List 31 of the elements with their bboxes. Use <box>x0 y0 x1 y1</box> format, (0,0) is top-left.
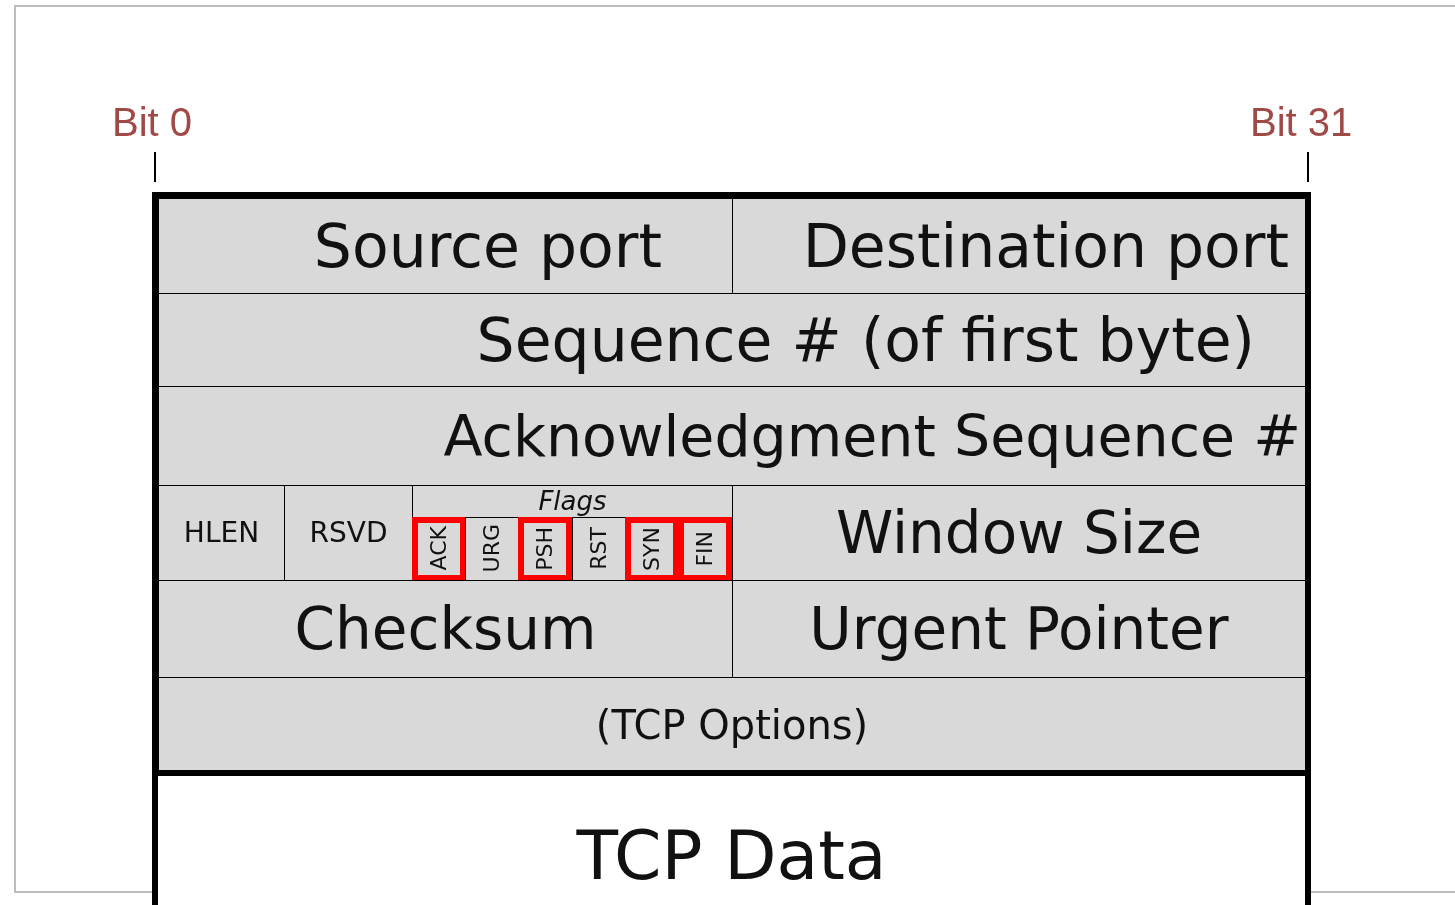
header-field <box>732 580 1306 678</box>
field-label: RSVD <box>309 519 388 547</box>
header-field <box>518 516 573 581</box>
field-label: ACK <box>427 526 450 571</box>
header-field <box>284 485 413 581</box>
header-field <box>158 293 1306 387</box>
field-label: TCP Data <box>576 822 887 890</box>
field-label: FIN <box>694 530 717 567</box>
header-field <box>678 516 733 581</box>
header-field <box>464 516 520 581</box>
bit-label: Bit 31 <box>1250 100 1353 145</box>
field-label: Window Size <box>835 504 1203 562</box>
field-label: RST <box>587 527 610 570</box>
header-field <box>732 198 1306 294</box>
field-label: Checksum <box>294 600 597 658</box>
header-field <box>732 485 1306 581</box>
field-label: PSH <box>534 526 557 571</box>
header-field <box>624 516 680 581</box>
header-field <box>158 580 733 678</box>
header-field <box>158 198 733 294</box>
header-field <box>571 516 626 581</box>
bit-label: Bit 0 <box>112 100 193 145</box>
header-field <box>411 516 466 581</box>
field-label: HLEN <box>183 519 260 547</box>
field-label: URG <box>481 524 503 573</box>
header-field <box>158 485 285 581</box>
header-field <box>158 386 1306 486</box>
flags-field <box>412 485 733 581</box>
header-field <box>158 677 1306 773</box>
field-label: SYN <box>641 526 663 571</box>
group-heading: Flags <box>538 488 607 514</box>
